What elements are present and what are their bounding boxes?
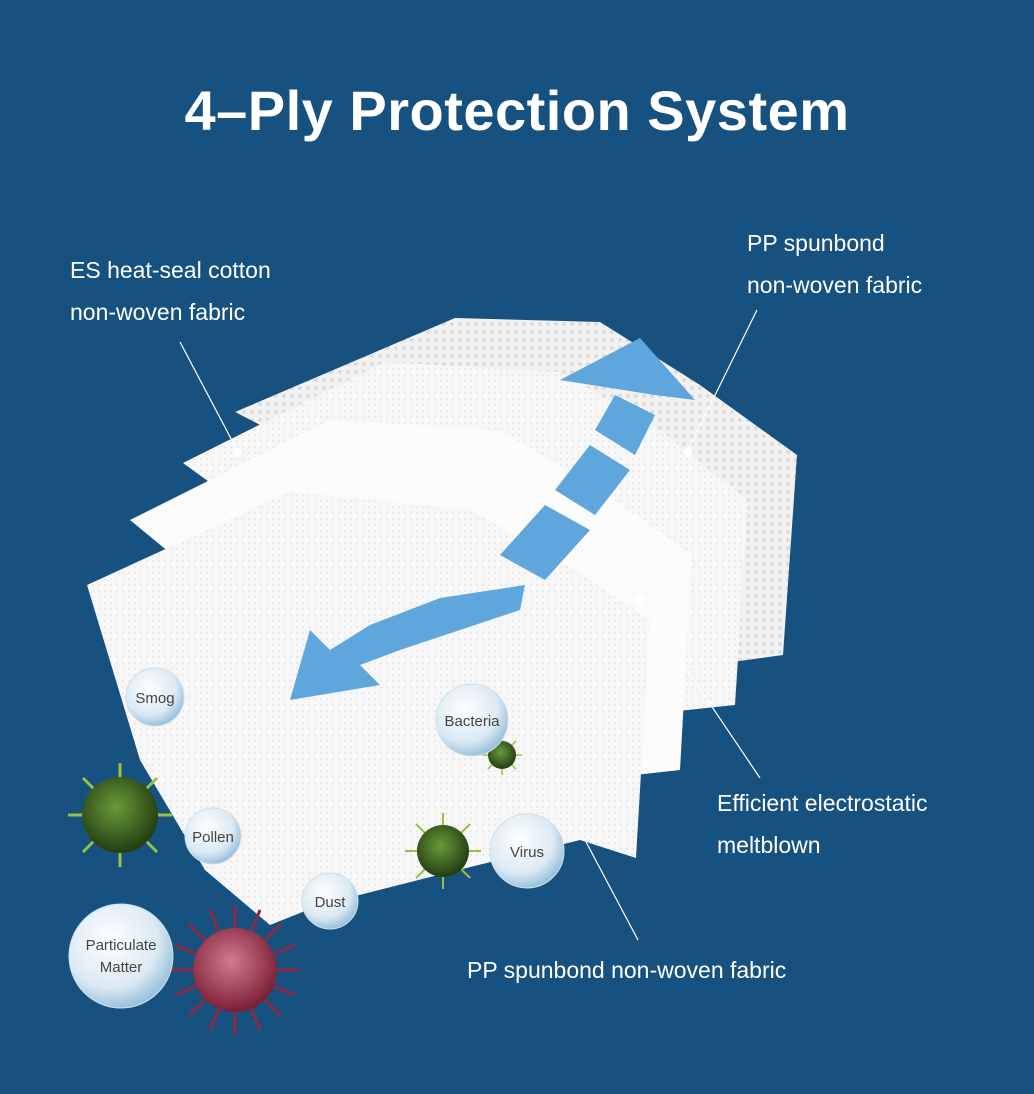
svg-text:Pollen: Pollen: [192, 829, 234, 846]
label-es-cotton: ES heat-seal cotton non-woven fabric: [70, 249, 271, 333]
bubble-bacteria: Bacteria: [435, 683, 509, 757]
label-line: PP spunbond: [747, 230, 885, 256]
green-virus-icon: [405, 813, 481, 889]
bubble-particulate-matter: Particulate Matter: [68, 903, 174, 1009]
label-line: non-woven fabric: [70, 299, 246, 325]
svg-text:Bacteria: Bacteria: [444, 713, 500, 730]
label-meltblown: Efficient electrostatic meltblown: [717, 782, 928, 866]
bubble-pollen: Pollen: [184, 807, 242, 865]
airflow-out-arrow: [500, 338, 695, 580]
label-line: non-woven fabric: [747, 272, 923, 298]
red-virus-icon: [170, 905, 300, 1035]
label-line: ES heat-seal cotton: [70, 257, 271, 283]
bubble-dust: Dust: [301, 872, 359, 930]
svg-text:Particulate: Particulate: [86, 937, 157, 954]
svg-text:Smog: Smog: [135, 690, 174, 707]
airflow-in-arrow: [290, 585, 525, 700]
green-virus-icon: [68, 763, 172, 867]
label-line: meltblown: [717, 832, 821, 858]
page-title: 4–Ply Protection System: [184, 79, 850, 142]
svg-text:Dust: Dust: [315, 894, 347, 911]
label-pp-inner: PP spunbond non-woven fabric: [467, 957, 787, 983]
bubble-smog: Smog: [125, 667, 185, 727]
label-line: Efficient electrostatic: [717, 790, 928, 816]
leader-lines: [179, 309, 761, 941]
label-pp-outer: PP spunbond non-woven fabric: [747, 222, 922, 306]
svg-text:Matter: Matter: [100, 959, 143, 976]
bubble-virus: Virus: [489, 813, 565, 889]
svg-text:Virus: Virus: [510, 844, 544, 861]
